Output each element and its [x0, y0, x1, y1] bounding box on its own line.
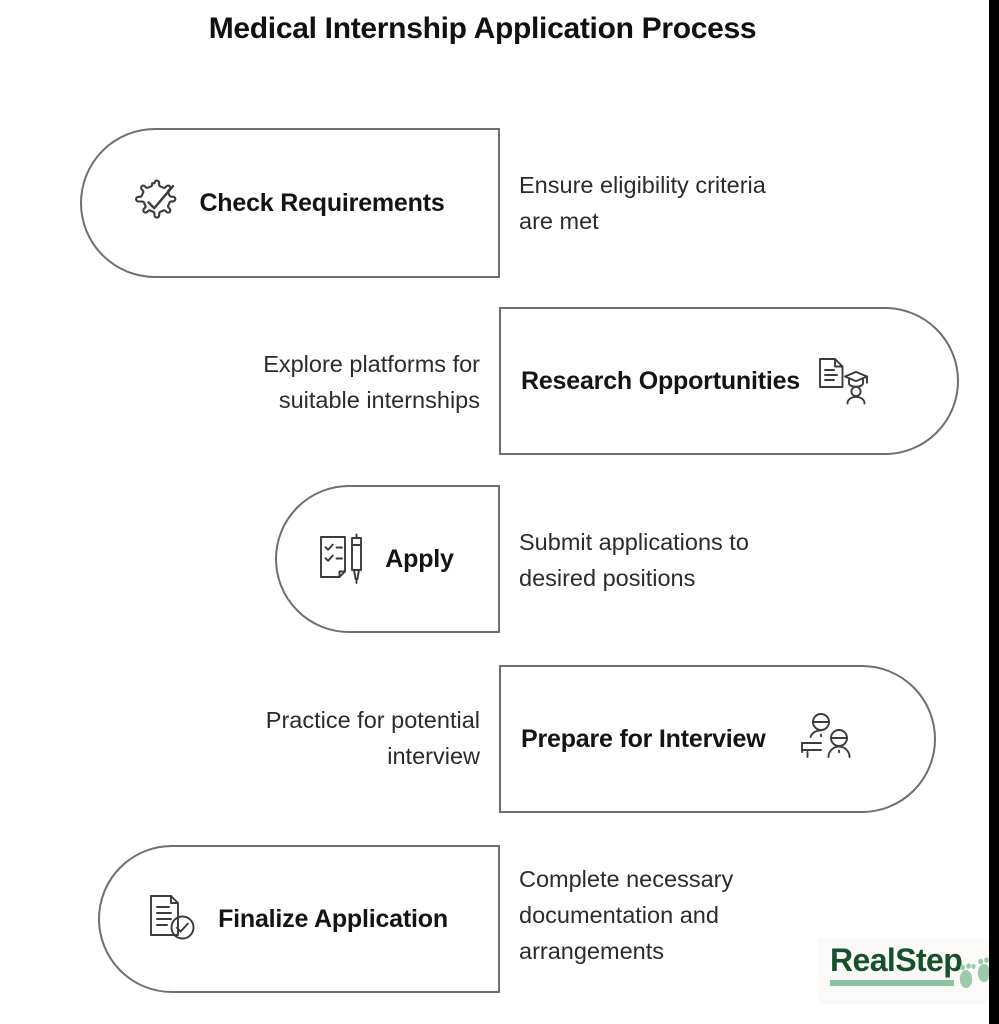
checklist-pen-icon	[317, 531, 371, 587]
step-description: Submit applications to desired positions	[519, 529, 749, 591]
realstep-logo[interactable]: RealStep	[818, 938, 999, 1004]
step-pill-apply[interactable]: Apply	[275, 485, 500, 633]
step-pill-prepare-for-interview[interactable]: Prepare for Interview	[499, 665, 936, 813]
step-label: Check Requirements	[199, 188, 445, 217]
step-description: Complete necessary documentation and arr…	[519, 866, 734, 964]
right-edge-strip-lower	[989, 993, 999, 1024]
step-description: Ensure eligibility criteria are met	[519, 172, 766, 234]
step-label: Prepare for Interview	[521, 724, 766, 753]
step-label: Apply	[385, 544, 454, 573]
step-label: Research Opportunities	[521, 366, 800, 395]
page-title: Medical Internship Application Process	[208, 12, 757, 45]
document-graduate-icon	[814, 353, 872, 409]
document-check-icon	[144, 891, 200, 947]
gear-check-icon	[129, 175, 185, 231]
step-description: Practice for potential interview	[265, 707, 480, 769]
logo-underline-bar	[830, 980, 954, 986]
right-edge-strip	[989, 0, 999, 1024]
step-pill-research-opportunities[interactable]: Research Opportunities	[499, 307, 959, 455]
step-pill-check-requirements[interactable]: Check Requirements	[80, 128, 500, 278]
step-label: Finalize Application	[218, 904, 448, 933]
interview-people-icon	[798, 710, 856, 768]
step-description: Explore platforms for suitable internshi…	[263, 351, 480, 413]
logo-wordmark: RealStep	[830, 942, 963, 978]
step-pill-finalize-application[interactable]: Finalize Application	[98, 845, 500, 993]
